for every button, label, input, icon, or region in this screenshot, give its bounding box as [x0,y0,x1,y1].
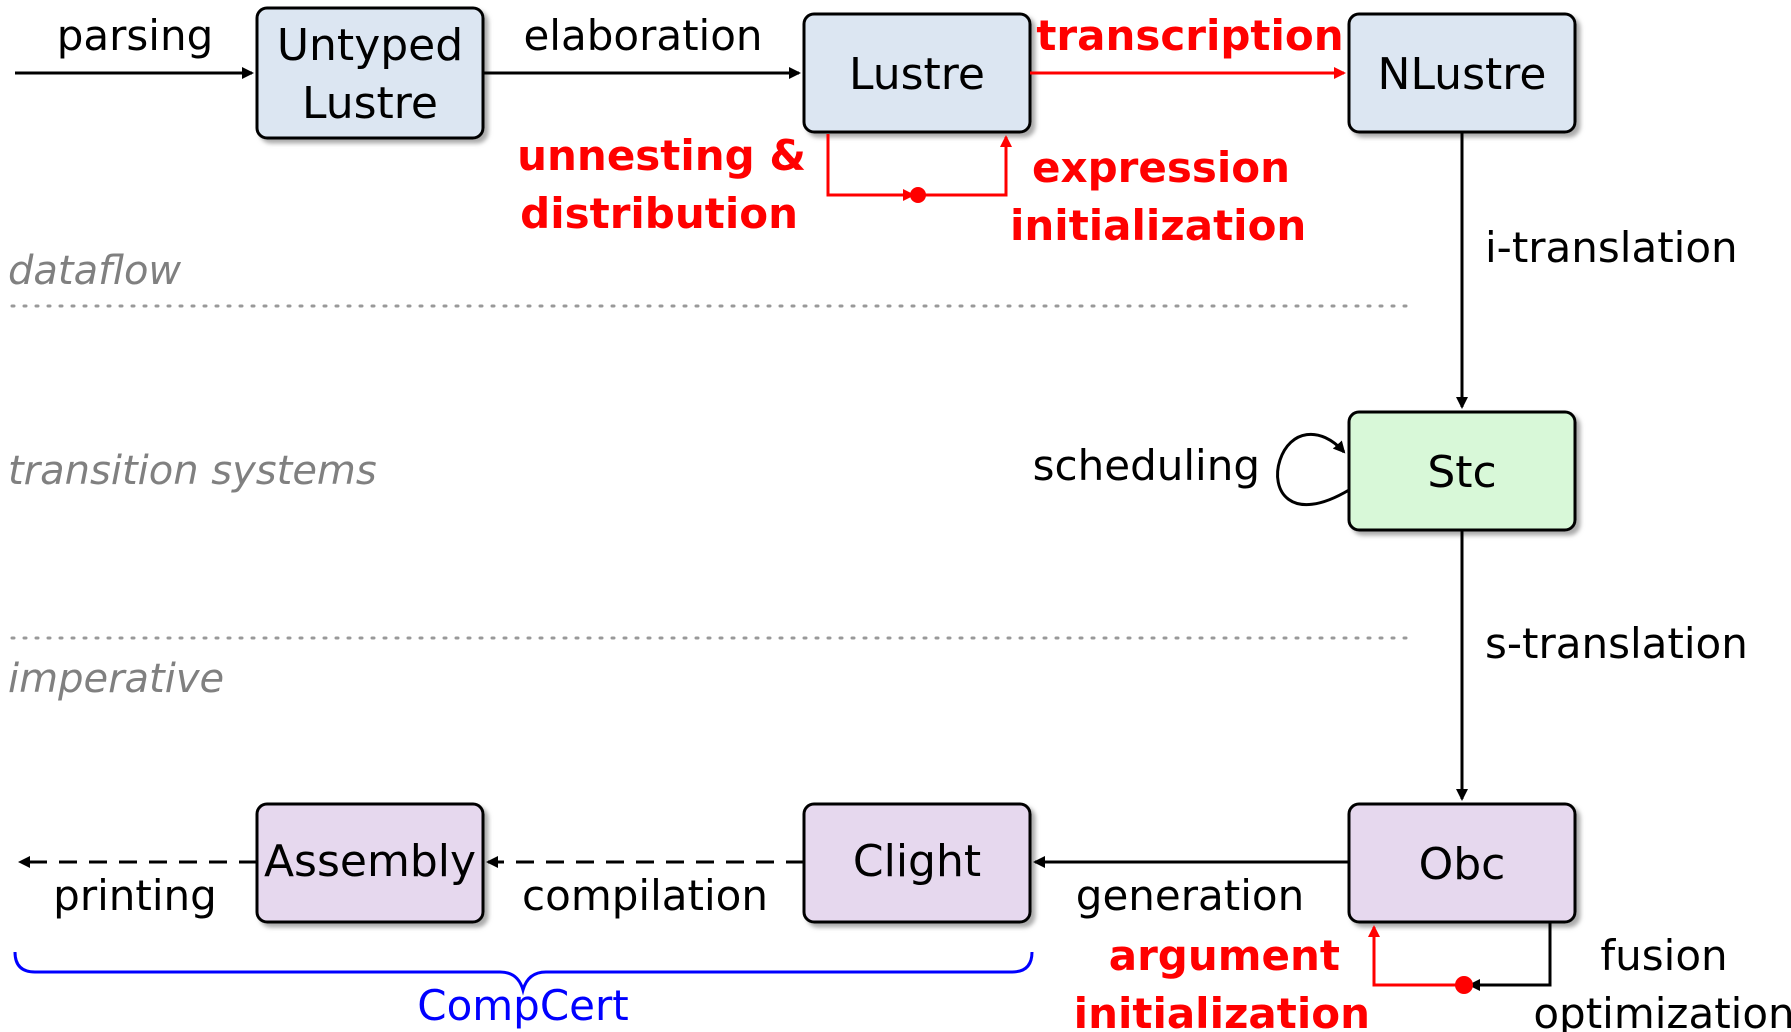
edge-label-parsing: parsing [57,11,214,60]
node-nlustre-label: NLustre [1378,49,1547,100]
node-stc-label: Stc [1427,447,1496,498]
edge-label-fusion-1: fusion [1600,931,1727,980]
edge-label-expr-init-1: expression [1032,143,1290,192]
edge-unnesting-distribution [826,134,915,201]
node-clight-label: Clight [853,836,981,887]
layer-label-imperative: imperative [8,656,224,702]
edge-label-arg-init-2: initialization [1074,989,1370,1032]
edge-label-generation: generation [1076,871,1304,920]
compcert-label: CompCert [417,981,629,1030]
compcert-brace [13,951,1034,996]
node-untyped-lustre-label-2: Lustre [302,78,438,129]
edge-scheduling [1276,433,1350,506]
edge-label-fusion-2: optimization [1533,989,1791,1032]
node-obc-label: Obc [1419,839,1506,890]
node-untyped-lustre-label-1: Untyped [277,20,463,71]
node-assembly-label: Assembly [264,836,476,887]
node-assembly: Assembly [255,802,485,924]
node-lustre-label: Lustre [849,49,985,100]
edge-argument-initialization [1368,925,1460,987]
layer-label-transition-systems: transition systems [8,448,377,494]
node-stc: Stc [1347,410,1577,532]
obc-pass-junction-dot [1455,976,1473,994]
lustre-pass-junction-dot [910,187,926,203]
edge-label-expr-init-2: initialization [1010,201,1306,250]
layer-label-dataflow: dataflow [8,248,181,294]
edge-label-scheduling: scheduling [1033,441,1260,490]
edge-label-s-translation: s-translation [1485,619,1748,668]
edge-label-elaboration: elaboration [523,11,762,60]
node-clight: Clight [802,802,1032,924]
edge-fusion-optimization [1468,922,1552,991]
node-obc: Obc [1347,802,1577,924]
edge-label-compilation: compilation [522,871,768,920]
edge-label-arg-init-1: argument [1109,931,1340,980]
node-lustre: Lustre [802,12,1032,134]
edge-label-unnesting-2: distribution [520,189,798,238]
edge-label-transcription: transcription [1036,11,1343,60]
edge-label-printing: printing [53,871,217,920]
edge-label-i-translation: i-translation [1485,223,1738,272]
node-nlustre: NLustre [1347,12,1577,134]
edge-expression-initialization [919,135,1012,197]
edge-label-unnesting-1: unnesting & [517,131,806,180]
node-untyped-lustre: Untyped Lustre [255,6,485,140]
